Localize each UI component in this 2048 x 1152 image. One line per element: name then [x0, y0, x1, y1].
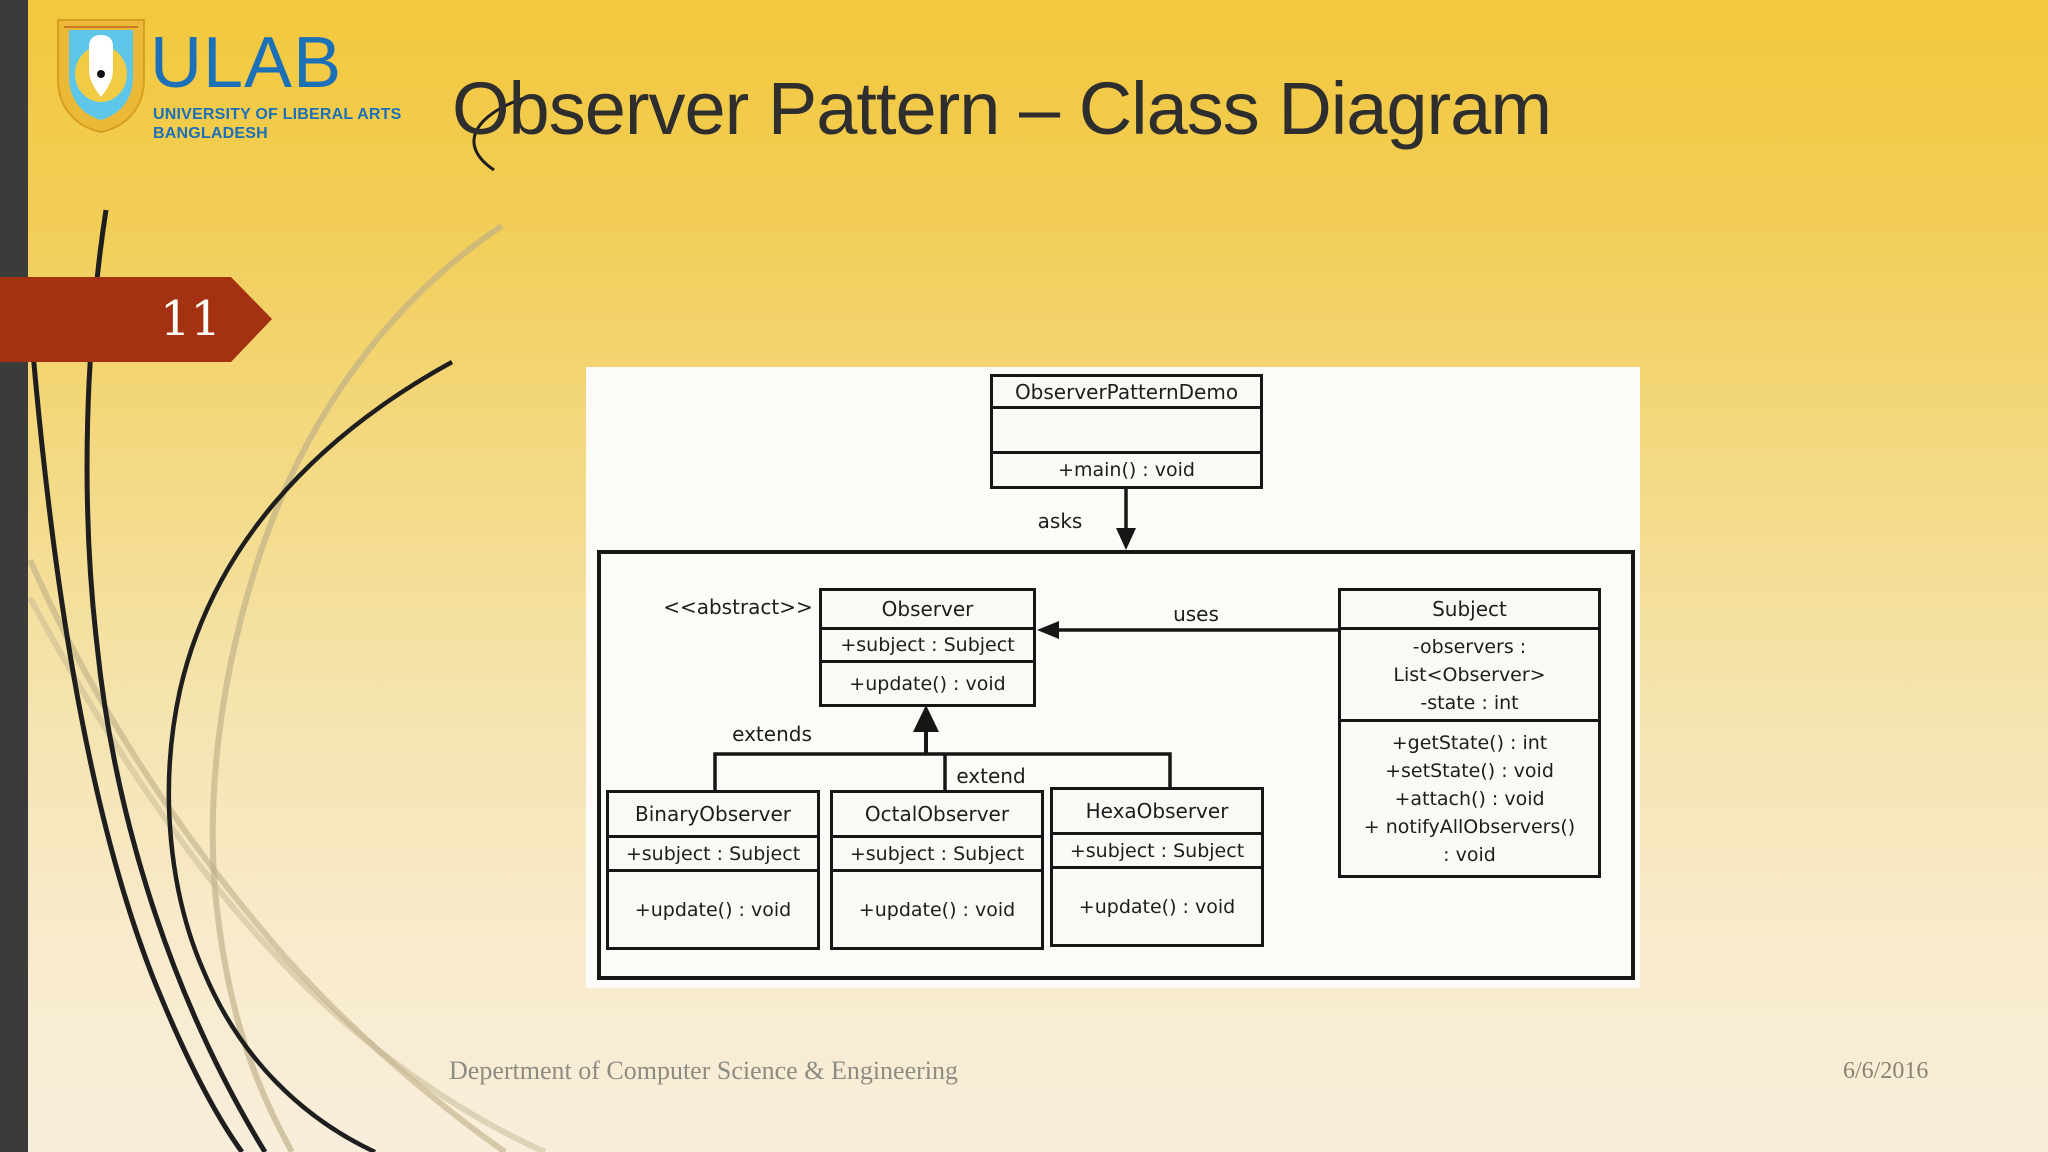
slide-number: 11 — [160, 290, 222, 347]
class-name: Observer — [881, 597, 974, 621]
light-swish-2 — [27, 558, 507, 1152]
class-name: Subject — [1432, 597, 1507, 621]
attribute: List<Observer> — [1393, 663, 1546, 686]
class-attributes: +subject : Subject — [822, 627, 1033, 660]
class-attributes: +subject : Subject — [609, 835, 817, 869]
class-hexaobserver: HexaObserver +subject : Subject +update(… — [1050, 787, 1264, 947]
method: +update() : void — [858, 898, 1016, 921]
method: +update() : void — [849, 672, 1006, 695]
ulab-logo: ULAB UNIVERSITY OF LIBERAL ARTS BANGLADE… — [55, 14, 401, 144]
method: +main() : void — [1058, 459, 1195, 481]
left-accent-bar — [0, 0, 28, 1152]
attribute: +subject : Subject — [840, 634, 1015, 656]
logo-subtitle-line1: UNIVERSITY OF LIBERAL ARTS — [153, 106, 402, 123]
method: +update() : void — [634, 898, 792, 921]
class-name: OctalObserver — [864, 802, 1010, 826]
class-methods: +update() : void — [833, 869, 1041, 947]
uses-label: uses — [1173, 602, 1219, 626]
class-methods: +update() : void — [609, 869, 817, 947]
logo-subtitle-line2: BANGLADESH — [153, 125, 268, 142]
attribute: -state : int — [1420, 691, 1519, 714]
attribute: -observers : — [1412, 635, 1527, 658]
page-title: Observer Pattern – Class Diagram — [452, 67, 1552, 150]
method: +getState() : int — [1391, 731, 1548, 754]
class-methods: +getState() : int +setState() : void +at… — [1341, 719, 1598, 875]
asks-arrow-head — [1116, 528, 1136, 550]
class-binaryobserver: BinaryObserver +subject : Subject +updat… — [606, 790, 820, 950]
method: + notifyAllObservers() — [1363, 815, 1576, 838]
logo-acronym: ULAB — [150, 23, 343, 103]
uses-arrow-head — [1037, 621, 1059, 639]
light-swish-1 — [209, 223, 504, 1152]
attribute: +subject : Subject — [1069, 839, 1245, 862]
class-subject: Subject -observers : List<Observer> -sta… — [1338, 588, 1601, 878]
class-attributes: +subject : Subject — [833, 835, 1041, 869]
extends-rail — [713, 752, 1172, 790]
class-attributes: +subject : Subject — [1053, 832, 1261, 866]
class-methods: +update() : void — [822, 660, 1033, 704]
class-methods: +update() : void — [1053, 866, 1261, 944]
method: : void — [1443, 843, 1496, 866]
black-stem-2 — [27, 317, 245, 1152]
class-name: ObserverPatternDemo — [1014, 379, 1239, 404]
asks-label: asks — [1037, 509, 1083, 533]
abstract-stereotype-label: <<abstract>> — [663, 595, 813, 619]
class-attributes — [993, 406, 1260, 451]
ulab-shield-icon — [57, 19, 145, 134]
black-stem-3 — [166, 360, 454, 1152]
class-observerpatterndemo: ObserverPatternDemo +main() : void — [990, 374, 1263, 489]
uml-connectors — [713, 489, 1338, 790]
uml-diagram-panel: asks uses extends extend <<abstract>> Ob… — [586, 367, 1640, 988]
slide-number-banner: 11 — [0, 277, 272, 362]
extend-label: extend — [956, 764, 1026, 788]
method: +setState() : void — [1385, 759, 1554, 782]
inherit-arrow-head — [913, 705, 939, 732]
attribute: +subject : Subject — [849, 842, 1025, 865]
uml-group-box — [597, 550, 1635, 980]
footer-date: 6/6/2016 — [1843, 1058, 1929, 1084]
method: +update() : void — [1078, 895, 1236, 918]
extends-label: extends — [732, 722, 812, 746]
class-methods: +main() : void — [993, 451, 1260, 486]
class-octalobserver: OctalObserver +subject : Subject +update… — [830, 790, 1044, 950]
attribute: +subject : Subject — [625, 842, 801, 865]
footer-department: Depertment of Computer Science & Enginee… — [449, 1056, 959, 1085]
class-attributes: -observers : List<Observer> -state : int — [1341, 627, 1598, 719]
class-name: HexaObserver — [1085, 799, 1229, 823]
class-name: BinaryObserver — [634, 802, 791, 826]
class-observer: Observer +subject : Subject +update() : … — [819, 588, 1036, 707]
method: +attach() : void — [1394, 787, 1545, 810]
